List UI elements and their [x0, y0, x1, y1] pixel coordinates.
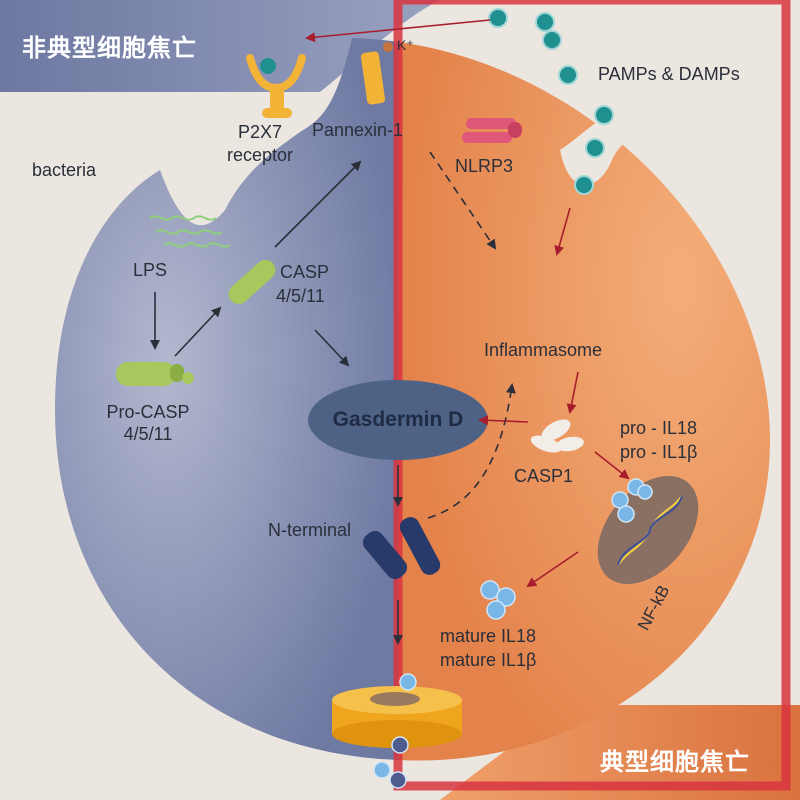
p2x7-receptor-shape — [246, 54, 306, 118]
casp-4-5-11-shape — [228, 259, 276, 305]
mature-il18-label: mature IL18 — [440, 626, 537, 646]
mature-il-particles — [480, 580, 516, 620]
pro-il18-label: pro - IL18 — [620, 418, 698, 438]
pannexin-1-shape — [360, 51, 386, 105]
pro-casp-number-label: 4/5/11 — [123, 424, 173, 444]
pannexin-1-label: Pannexin-1 — [312, 120, 404, 140]
non-canonical-title-banner — [0, 0, 440, 92]
p2x7-receptor-label: receptor — [226, 145, 294, 165]
casp1-shape — [530, 419, 584, 453]
p2x7-ligand — [260, 58, 276, 74]
k-plus-label: K⁺ — [397, 37, 414, 53]
pro-il1b-label: pro - IL1β — [620, 442, 698, 462]
pro-il-particles — [611, 478, 653, 523]
inflammasome-label: Inflammasome — [484, 340, 603, 360]
dna-helix — [617, 495, 683, 566]
non-canonical-title: 非典型细胞焦亡 — [22, 35, 197, 62]
canonical-title-banner — [440, 705, 800, 800]
casp-4-5-11-number-label: 4/5/11 — [276, 286, 325, 306]
pamps-damps-label: PAMPs & DAMPs — [598, 64, 740, 84]
pore-release-particles — [373, 673, 417, 789]
lps-label: LPS — [133, 260, 168, 280]
k-plus-ion — [383, 42, 393, 52]
canonical-title: 典型细胞焦亡 — [600, 749, 750, 776]
canonical-arrows — [305, 19, 630, 588]
lps-squiggles — [149, 215, 231, 248]
nlrp3-label: NLRP3 — [455, 156, 514, 176]
pamps-particles — [488, 8, 614, 195]
nlrp3-shape — [462, 118, 522, 143]
bacteria-label: bacteria — [32, 160, 97, 180]
casp-4-5-11-label: CASP — [280, 262, 330, 282]
gasdermin-d-label: Gasdermin D — [332, 408, 464, 431]
n-terminal-shapes — [362, 517, 441, 580]
n-terminal-label: N-terminal — [268, 520, 352, 540]
pro-casp-label: Pro-CASP — [106, 402, 190, 422]
mature-il1b-label: mature IL1β — [440, 650, 537, 670]
pamp-membrane-indent — [560, 113, 680, 185]
non-canonical-arrows — [150, 151, 516, 645]
p2x7-label: P2X7 — [237, 122, 283, 142]
pro-casp-shape — [116, 362, 194, 386]
gasdermin-d-shape — [308, 380, 488, 460]
casp1-label: CASP1 — [514, 466, 574, 486]
membrane-pore — [332, 686, 462, 748]
